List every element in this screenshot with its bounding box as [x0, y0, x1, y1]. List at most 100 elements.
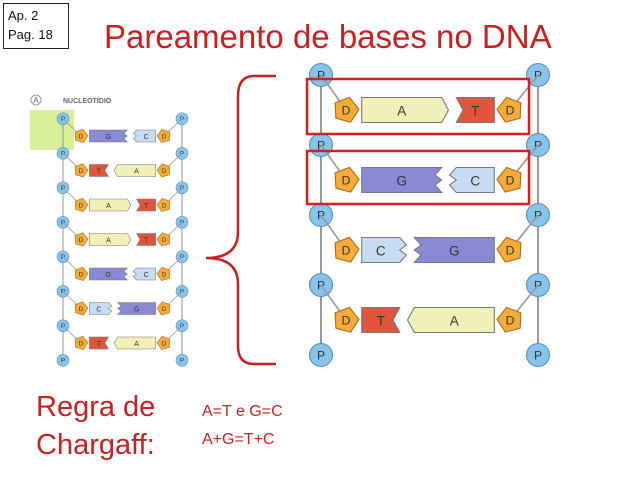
right-sugar	[156, 335, 171, 350]
base-g-left-letter: G	[106, 272, 111, 279]
base-g-right	[413, 236, 495, 264]
right-phosphate-label: P	[180, 220, 184, 227]
right-sugar	[496, 166, 522, 193]
base-t-right-letter: T	[144, 203, 149, 210]
right-sugar	[156, 197, 171, 212]
base-t-right	[455, 96, 495, 124]
highlight-box-at	[305, 77, 531, 136]
left-sugar	[74, 128, 89, 143]
base-a-left	[361, 96, 450, 124]
left-sugar-label: D	[342, 314, 351, 328]
right-sugar	[156, 232, 171, 247]
left-sugar	[74, 163, 89, 178]
base-c-left	[89, 302, 113, 315]
base-t-left	[89, 336, 109, 350]
right-phosphate-label: P	[180, 151, 184, 158]
left-sugar	[74, 266, 89, 281]
base-t-right-letter: T	[471, 103, 479, 118]
base-g-left	[89, 129, 129, 143]
base-a-right	[113, 336, 156, 350]
equation-sums: A+G=T+C	[202, 431, 275, 448]
base-t-left	[89, 164, 109, 177]
left-sugar-label: D	[79, 340, 84, 347]
left-phosphate	[308, 342, 334, 368]
left-sugar	[334, 96, 360, 123]
left-sugar	[74, 197, 89, 212]
base-g-left-letter: G	[106, 134, 111, 141]
right-sugar-label: D	[162, 271, 167, 278]
left-sugar-label: D	[79, 237, 84, 244]
left-sugar	[74, 232, 89, 247]
left-phosphate-label: P	[61, 323, 65, 330]
right-sugar	[496, 96, 522, 123]
base-c-left-letter: C	[96, 306, 101, 313]
base-t-right-letter: T	[144, 237, 149, 244]
right-sugar-label: D	[506, 174, 515, 188]
bracket	[205, 74, 276, 366]
left-phosphate-label: P	[317, 349, 325, 363]
left-sugar-label: D	[79, 133, 84, 140]
base-a-right-letter: A	[450, 313, 459, 328]
left-phosphate-label: P	[61, 151, 65, 158]
left-phosphate	[56, 353, 70, 367]
left-phosphate-label: P	[61, 358, 65, 365]
rule-label-line2: Chargaff:	[36, 429, 155, 461]
left-sugar-label: D	[79, 271, 84, 278]
base-g-right	[116, 302, 156, 315]
base-g-right-letter: G	[134, 306, 139, 313]
right-sugar-label: D	[162, 202, 167, 209]
left-sugar-label: D	[342, 244, 351, 258]
right-phosphate-label: P	[180, 289, 184, 296]
panel-label: A	[33, 96, 39, 105]
base-a-left-letter: A	[106, 237, 111, 244]
right-phosphate-label: P	[180, 116, 184, 123]
right-phosphate-label: P	[180, 254, 184, 261]
right-sugar	[496, 236, 522, 263]
left-sugar-label: D	[79, 306, 84, 313]
right-sugar-label: D	[506, 104, 515, 118]
base-a-left-letter: A	[397, 103, 406, 118]
base-g-right-letter: G	[449, 243, 460, 258]
base-t-left	[361, 306, 401, 334]
left-sugar	[74, 301, 89, 316]
right-phosphate	[525, 342, 551, 368]
base-g-left	[89, 267, 129, 281]
base-a-right	[406, 306, 495, 334]
right-sugar-label: D	[162, 133, 167, 140]
left-sugar-label: D	[79, 168, 84, 175]
reference-appendix: Ap. 2	[8, 8, 39, 23]
base-t-right	[136, 233, 156, 246]
base-c-right-letter: C	[470, 173, 480, 188]
right-sugar-label: D	[506, 314, 515, 328]
base-a-left	[89, 233, 132, 246]
base-g-left	[361, 166, 443, 194]
base-t-right	[136, 198, 156, 212]
left-sugar-label: D	[342, 104, 351, 118]
highlight-box-gc	[305, 149, 531, 206]
base-a-left-letter: A	[106, 203, 111, 210]
right-sugar	[156, 163, 171, 178]
left-sugar	[74, 335, 89, 350]
reference-box: Ap. 2 Pag. 18	[3, 3, 69, 49]
base-c-right-letter: C	[144, 272, 149, 279]
base-t-left-letter: T	[377, 313, 385, 328]
base-a-right-letter: A	[134, 168, 139, 175]
base-g-left-letter: G	[396, 173, 407, 188]
left-sugar	[334, 236, 360, 263]
left-phosphate-label: P	[61, 185, 65, 192]
slide-title: Pareamento de bases no DNA	[104, 18, 552, 55]
right-sugar	[496, 306, 522, 333]
panel-label-circle	[30, 94, 42, 106]
